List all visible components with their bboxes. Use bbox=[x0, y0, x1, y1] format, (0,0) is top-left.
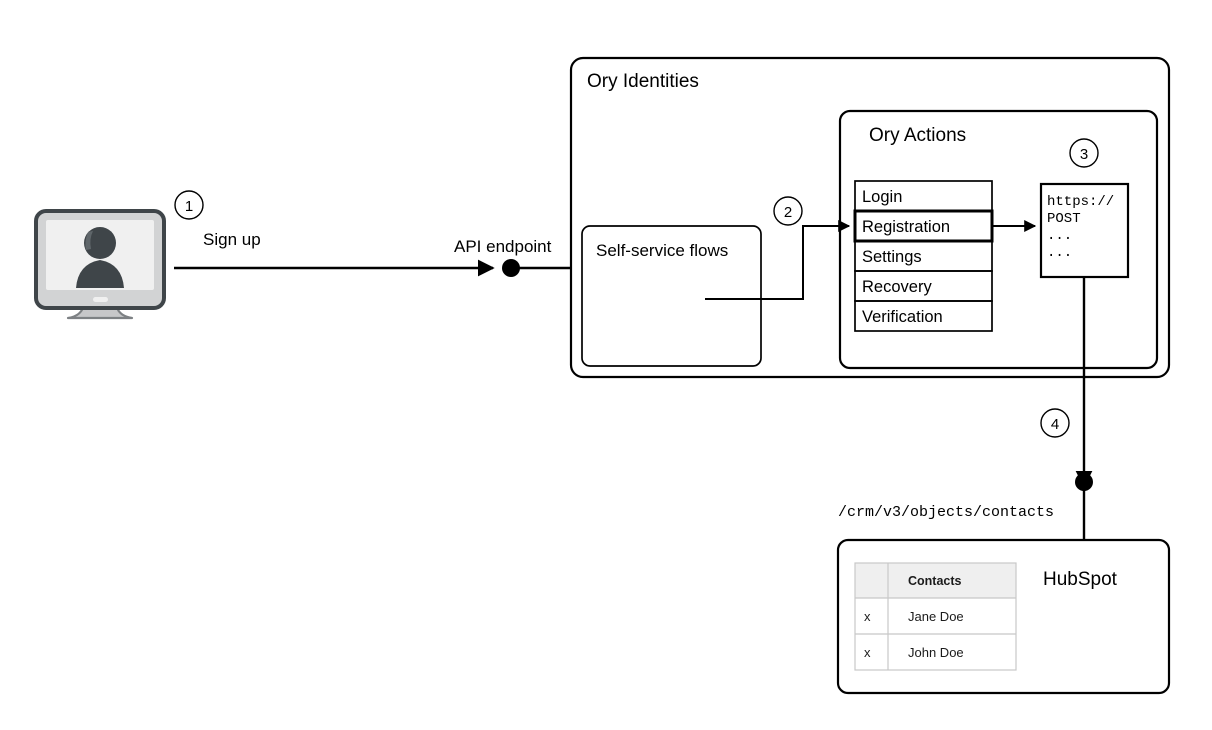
step-3-badge: 3 bbox=[1069, 138, 1099, 168]
webhook-line-body-1: ... bbox=[1047, 228, 1072, 244]
contacts-row-0-name: Jane Doe bbox=[908, 609, 964, 624]
step-2-number: 2 bbox=[784, 204, 792, 221]
contacts-row-1-marker: x bbox=[864, 645, 871, 660]
flow-label-registration: Registration bbox=[862, 218, 950, 236]
contacts-table-border bbox=[854, 562, 1017, 671]
contacts-table-header-bg bbox=[855, 563, 1016, 598]
monitor-user-icon bbox=[34, 209, 166, 320]
flow-label-login: Login bbox=[862, 188, 902, 206]
self-service-flows-box bbox=[581, 225, 762, 367]
flow-label-settings: Settings bbox=[862, 248, 922, 266]
ory-identities-title: Ory Identities bbox=[587, 71, 699, 92]
step-1-badge: 1 bbox=[174, 190, 204, 220]
sign-up-label: Sign up bbox=[203, 230, 261, 249]
ory-identities-container bbox=[569, 56, 1171, 379]
api-endpoint-dot bbox=[502, 259, 520, 277]
webhook-line-url: https:// bbox=[1047, 194, 1114, 210]
webhook-line-method: POST bbox=[1047, 211, 1081, 227]
contacts-column-header: Contacts bbox=[908, 574, 962, 588]
crm-path-label: /crm/v3/objects/contacts bbox=[838, 504, 1054, 521]
hubspot-title: HubSpot bbox=[1043, 569, 1118, 590]
step-4-badge: 4 bbox=[1040, 408, 1070, 438]
step-4-number: 4 bbox=[1051, 416, 1059, 433]
flow-label-recovery: Recovery bbox=[862, 278, 932, 296]
flow-row-verification[interactable] bbox=[854, 300, 993, 332]
contacts-row-0-marker: x bbox=[864, 609, 871, 624]
step-2-badge: 2 bbox=[773, 196, 803, 226]
step-1-number: 1 bbox=[185, 198, 193, 215]
self-service-to-registration-connector bbox=[705, 220, 851, 300]
ory-actions-container bbox=[838, 109, 1159, 370]
contacts-table: Contacts x Jane Doe x John Doe bbox=[854, 562, 1017, 671]
contacts-row-1-name: John Doe bbox=[908, 645, 964, 660]
self-service-flows-label: Self-service flows bbox=[596, 241, 728, 260]
api-endpoint-label: API endpoint bbox=[454, 237, 552, 256]
ory-actions-title: Ory Actions bbox=[869, 125, 966, 146]
flow-list: Login Registration Settings Recovery Ver… bbox=[853, 180, 994, 332]
hubspot-container bbox=[836, 538, 1171, 695]
step-3-number: 3 bbox=[1080, 146, 1088, 163]
flow-label-verification: Verification bbox=[862, 308, 943, 326]
webhook-line-body-2: ... bbox=[1047, 245, 1072, 261]
